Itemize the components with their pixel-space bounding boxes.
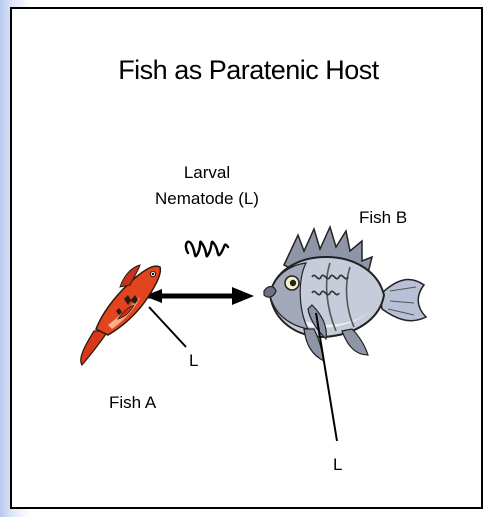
diagram-artwork: [12, 9, 485, 511]
transfer-arrow: [144, 287, 254, 305]
larva-pointer-line-a: [149, 307, 186, 347]
wavy-nematode-icon: [186, 242, 228, 257]
slide: Fish as Paratenic Host Larval Nematode (…: [10, 7, 483, 509]
gray-fish-clipart: [264, 227, 426, 361]
red-fish-clipart: [81, 265, 161, 365]
